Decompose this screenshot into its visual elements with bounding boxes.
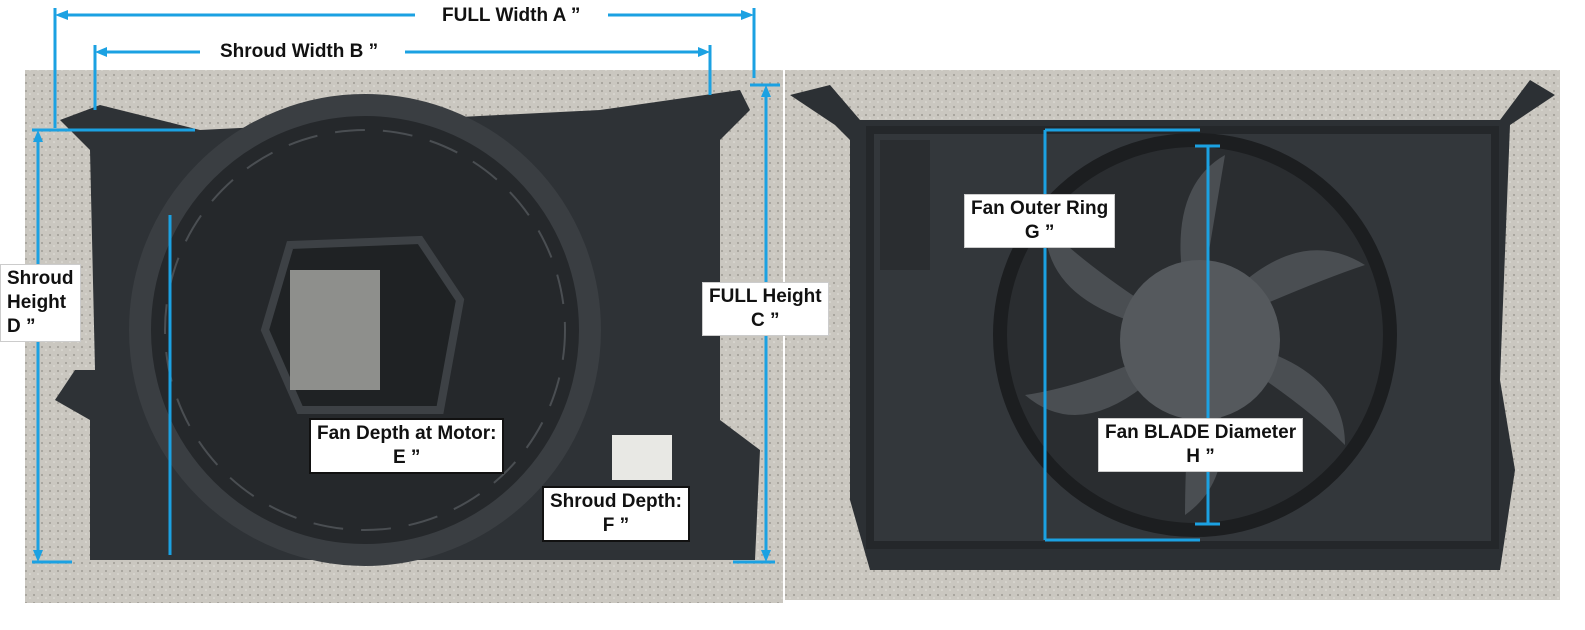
fan-depth-text-1: Fan Depth at Motor: [317,423,497,444]
full-height-text-2: C ” [751,310,780,331]
shroud-width-label: Shroud Width B ” [220,41,379,62]
product-label [612,435,672,480]
blade-diameter-text-1: Fan BLADE Diameter [1105,422,1297,443]
shroud-height-text-3: D ” [7,316,36,337]
rear-view-photo [785,70,1560,600]
motor-hub [1120,260,1280,420]
full-width-label: FULL Width A ” [442,5,581,26]
outer-ring-label: Fan Outer Ring G ” [964,194,1116,248]
shroud-depth-text-1: Shroud Depth: [550,491,682,512]
shroud-height-label: Shroud Height D ” [0,264,81,342]
full-height-text-1: FULL Height [709,286,822,307]
shroud-height-text-1: Shroud [7,268,74,289]
shroud-depth-text-2: F ” [602,515,630,536]
motor-controller [290,270,380,390]
blade-diameter-text-2: H ” [1186,446,1215,467]
shroud-depth-label: Shroud Depth: F ” [542,486,690,542]
shroud-height-text-2: Height [7,292,67,313]
fan-depth-text-2: E ” [392,447,421,468]
blade-diameter-label: Fan BLADE Diameter H ” [1098,418,1304,472]
fan-depth-label: Fan Depth at Motor: E ” [309,418,505,474]
outer-ring-text-1: Fan Outer Ring [971,198,1109,219]
full-height-label: FULL Height C ” [702,282,829,336]
outer-ring-text-2: G ” [1024,222,1055,243]
